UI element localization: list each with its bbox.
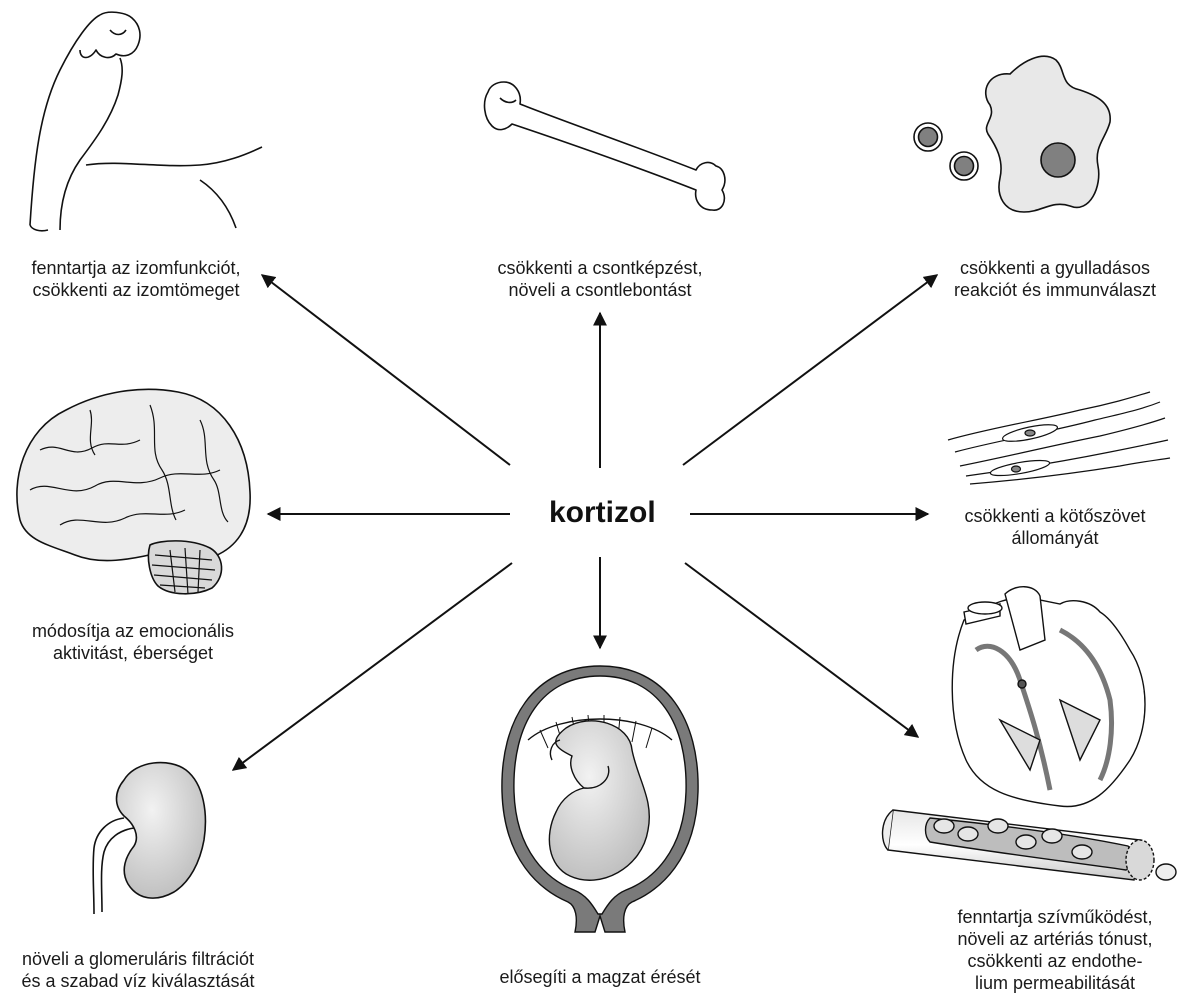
bone-icon [485,82,725,210]
heart-and-vessel-icon [883,587,1176,880]
label-muscle-line-2: csökkenti az izomtömeget [0,279,272,301]
label-brain: módosítja az emocionális aktivitást, ébe… [0,620,266,664]
arrow-to-kidney [233,563,512,770]
label-immune: csökkenti a gyulladásos reakciót és immu… [935,257,1175,301]
center-hormone-label: kortizol [549,496,656,530]
label-heart: fenntartja szívműködést, növeli az artér… [935,906,1175,994]
label-heart-line-2: növeli az artériás tónust, [935,928,1175,950]
label-connective-line-2: állományát [940,527,1170,549]
label-bone: csökkenti a csontképzést, növeli a csont… [460,257,740,301]
label-connective-line-1: csökkenti a kötőszövet [940,505,1170,527]
label-bone-line-2: növeli a csontlebontást [460,279,740,301]
label-kidney-line-1: növeli a glomeruláris filtrációt [0,948,276,970]
arrow-to-immune [683,275,937,465]
fetus-in-uterus-icon [502,666,698,932]
connective-tissue-icon [948,392,1170,484]
label-brain-line-1: módosítja az emocionális [0,620,266,642]
flexed-arm-icon [30,12,262,231]
label-fetus-line-1: elősegíti a magzat érését [470,966,730,988]
label-connective: csökkenti a kötőszövet állományát [940,505,1170,549]
label-fetus: elősegíti a magzat érését [470,966,730,988]
label-heart-line-4: lium permeabilitását [935,972,1175,994]
arrow-to-heart [685,563,918,737]
label-immune-line-2: reakciót és immunválaszt [935,279,1175,301]
label-brain-line-2: aktivitást, éberséget [0,642,266,664]
arrow-to-muscle [262,275,510,465]
label-heart-line-1: fenntartja szívműködést, [935,906,1175,928]
label-muscle-line-1: fenntartja az izomfunkciót, [0,257,272,279]
label-heart-line-3: csökkenti az endothe- [935,950,1175,972]
brain-icon [17,389,250,594]
label-immune-line-1: csökkenti a gyulladásos [935,257,1175,279]
label-kidney-line-2: és a szabad víz kiválasztását [0,970,276,992]
label-muscle: fenntartja az izomfunkciót, csökkenti az… [0,257,272,301]
label-kidney: növeli a glomeruláris filtrációt és a sz… [0,948,276,992]
kidney-icon [93,763,205,914]
label-bone-line-1: csökkenti a csontképzést, [460,257,740,279]
immune-cells-icon [914,56,1110,212]
